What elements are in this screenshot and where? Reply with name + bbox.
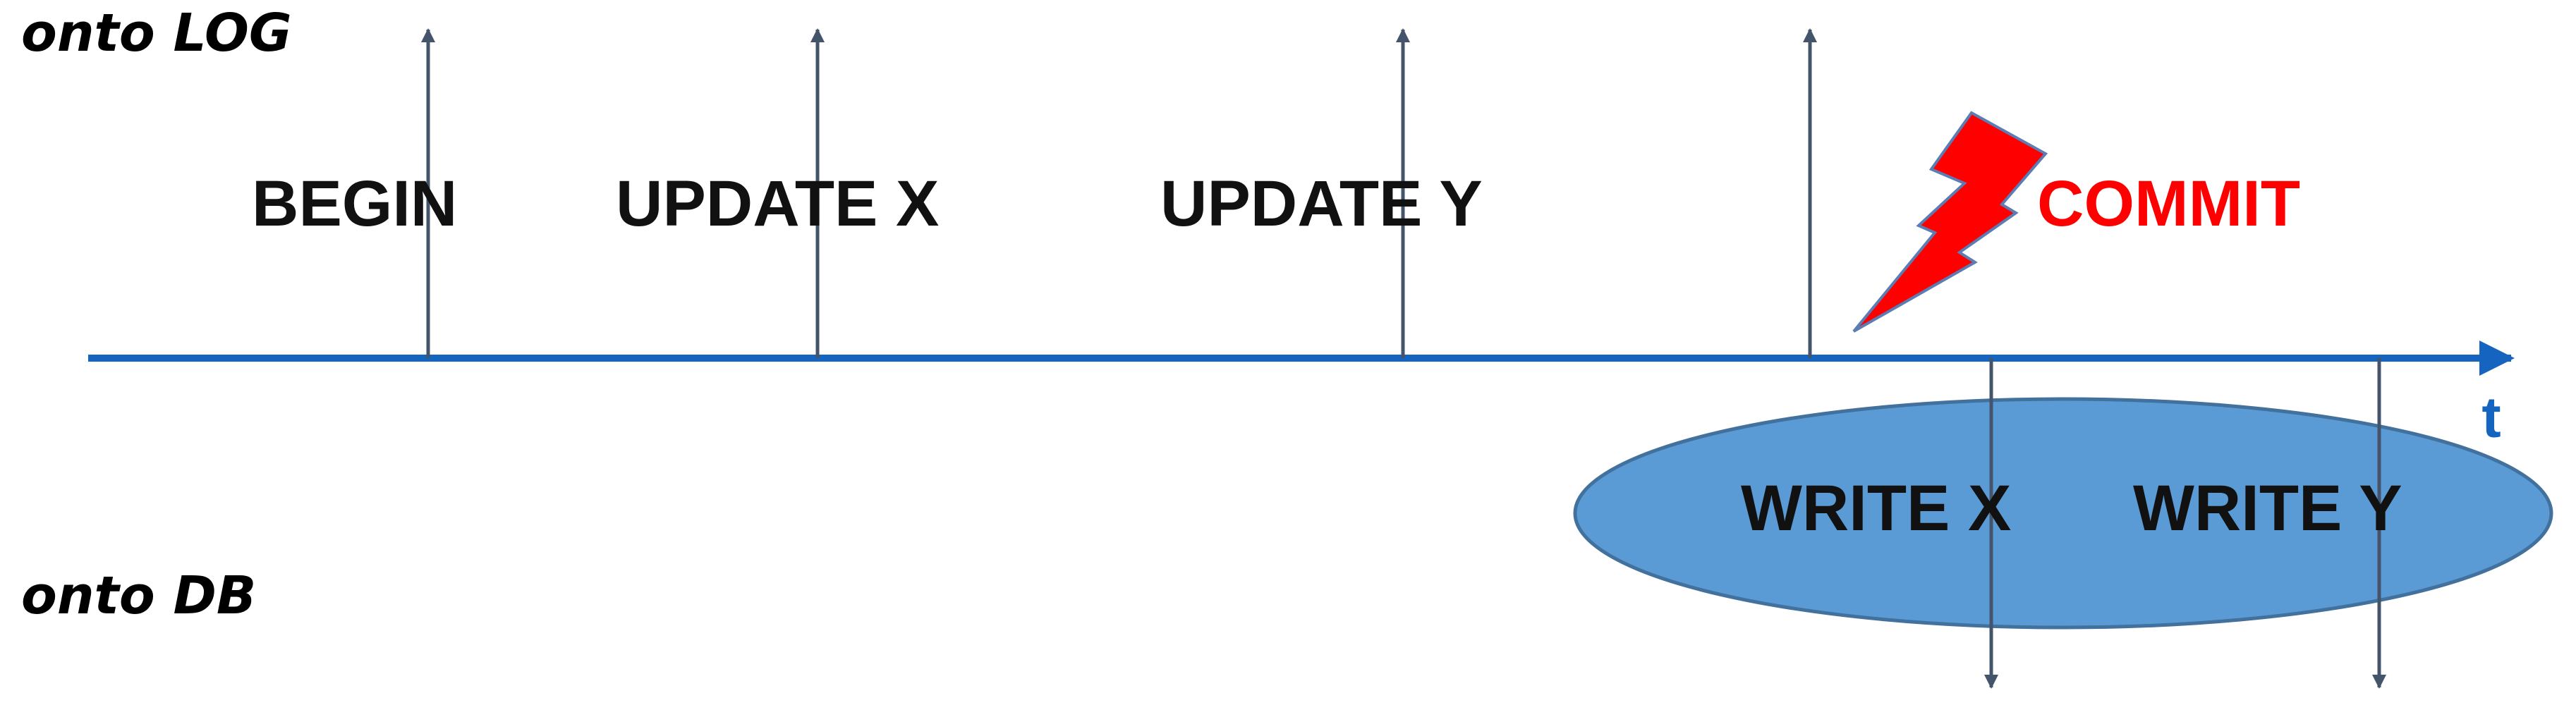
event-label-update-y: UPDATE Y <box>1160 168 1483 240</box>
time-axis-label: t <box>2481 386 2501 450</box>
write-label-x: WRITE X <box>1741 472 2011 544</box>
commit-label: COMMIT <box>2037 168 2300 240</box>
event-label-begin: BEGIN <box>252 168 457 240</box>
lightning-bolt-icon <box>1852 111 2048 333</box>
write-label-y: WRITE Y <box>2133 472 2402 544</box>
onto-log-label: onto LOG <box>21 3 292 63</box>
onto-db-label: onto DB <box>21 565 257 626</box>
db-writes-ellipse <box>1573 397 2553 630</box>
event-label-update-x: UPDATE X <box>616 168 939 240</box>
